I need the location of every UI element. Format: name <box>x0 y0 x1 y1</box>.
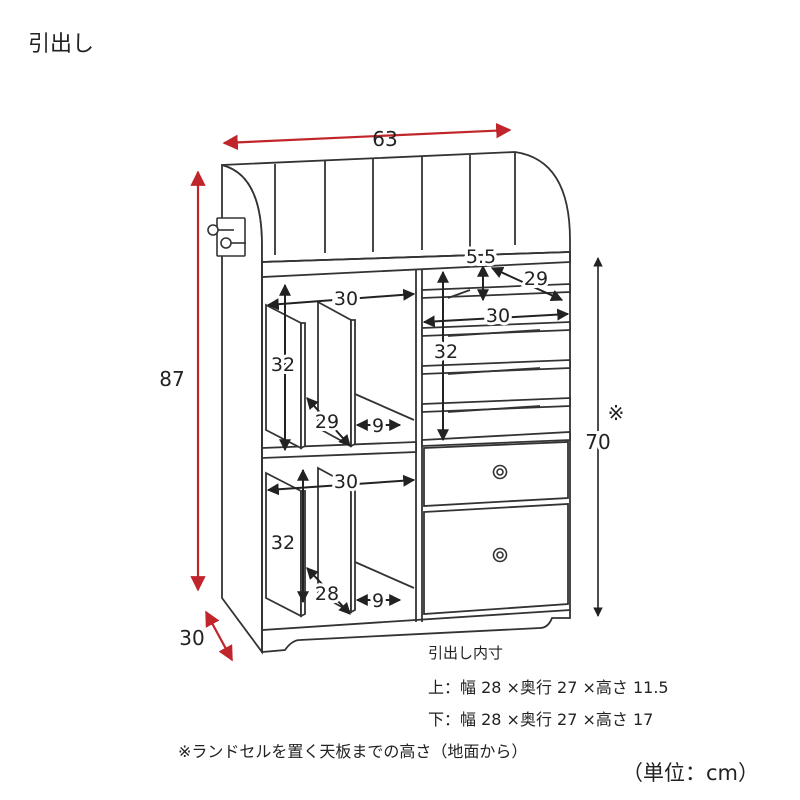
inner-dimensions <box>266 264 570 615</box>
right-shelves <box>421 283 571 447</box>
height-label: 87 <box>159 367 184 391</box>
side-hook <box>207 217 246 257</box>
page-title: 引出し <box>28 32 95 57</box>
furniture-body <box>221 151 571 655</box>
lower-left-depth: 28 <box>315 583 339 605</box>
drawer-knobs <box>492 464 508 563</box>
upper-left-height: 32 <box>271 354 295 376</box>
lower-left-height: 32 <box>271 532 295 554</box>
drawer-inner-lower: 下：幅 28 ×奥行 27 ×高さ 17 <box>428 710 654 729</box>
lower-left-width: 30 <box>334 471 358 493</box>
width-arrow <box>222 122 512 151</box>
shelf-pitch: 5.5 <box>466 246 496 268</box>
drawer-inner-heading: 引出し内寸 <box>428 644 504 662</box>
upper-left-depth: 29 <box>315 411 339 433</box>
upper-left-gap: 9 <box>372 415 384 437</box>
depth-label: 30 <box>179 626 204 650</box>
desk-height-mark: ※ <box>608 401 625 425</box>
shelf-depth: 29 <box>524 268 548 290</box>
shelf-height: 32 <box>434 341 458 363</box>
unit-label: （単位：cm） <box>622 761 760 785</box>
lower-left-gap: 9 <box>372 590 384 612</box>
shelf-width: 30 <box>486 305 510 327</box>
depth-arrow <box>205 610 233 662</box>
upper-left-width: 30 <box>334 288 358 310</box>
back-board <box>221 151 571 263</box>
drawer-inner-upper: 上：幅 28 ×奥行 27 ×高さ 11.5 <box>428 678 669 697</box>
outer-dimensions <box>190 122 512 662</box>
footnote: ※ランドセルを置く天板までの高さ（地面から） <box>178 742 528 761</box>
desk-height-label: 70 <box>585 430 610 454</box>
width-label: 63 <box>372 127 397 151</box>
base <box>261 610 571 653</box>
